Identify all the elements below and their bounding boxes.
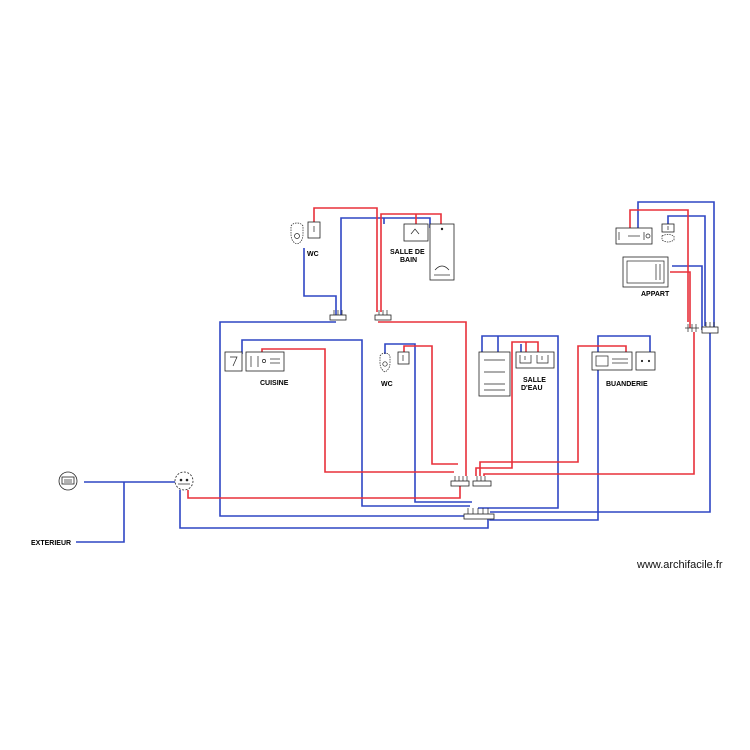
toilet-icon-top — [290, 221, 321, 245]
label-salle-deau-1: SALLE — [523, 377, 546, 384]
shower-icon-salle-deau — [478, 351, 511, 397]
watermark: www.archifacile.fr — [636, 559, 723, 571]
label-wc-top: WC — [307, 251, 319, 258]
fixtures — [58, 221, 675, 491]
label-exterieur: EXTERIEUR — [31, 540, 71, 547]
toilet-icon-mid — [379, 351, 410, 373]
hot-wc-top — [313, 207, 378, 312]
manifold-appart — [685, 322, 719, 334]
label-salle-deau-2: D'EAU — [521, 385, 543, 392]
hot-buanderie — [479, 345, 627, 476]
cold-cuisine — [219, 321, 470, 517]
hot-wc-mid — [403, 345, 458, 465]
cold-main-exterieur — [76, 481, 175, 543]
cold-water-pipes — [76, 201, 715, 543]
manifold-hot-right — [472, 476, 492, 487]
cold-appart — [490, 201, 715, 513]
label-salle-de-bain-2: BAIN — [400, 257, 417, 264]
shower-icon-appart — [622, 256, 669, 288]
washing-machine-icon — [635, 351, 656, 371]
hot-appart — [483, 209, 695, 476]
manifold-hot-center — [450, 476, 470, 487]
label-buanderie: BUANDERIE — [606, 381, 648, 388]
label-wc-mid: WC — [381, 381, 393, 388]
appliance-icon-cuisine — [224, 351, 243, 372]
toilet-icon-appart — [661, 223, 675, 243]
hot-meter-to-manifold — [187, 484, 461, 499]
water-meter-icon — [174, 471, 194, 491]
manifold-wc-top — [329, 310, 347, 321]
sink-icon-salle-deau — [515, 351, 555, 369]
cold-wc-top — [303, 248, 337, 316]
bathtub-icon — [429, 223, 455, 281]
cold-meter-to-manifold — [179, 490, 489, 529]
room-labels: WC SALLE DE BAIN APPART CUISINE WC SALLE… — [31, 249, 670, 547]
sink-icon-salle-de-bain — [403, 223, 429, 242]
manifold-salle-de-bain — [374, 310, 392, 321]
hot-cuisine — [261, 348, 454, 473]
label-cuisine: CUISINE — [260, 380, 289, 387]
hot-salle-de-bain — [380, 213, 442, 312]
outdoor-tap-icon — [58, 471, 78, 491]
manifold-cold-main — [463, 508, 495, 520]
sink-icon-appart — [615, 227, 653, 245]
sink-icon-buanderie — [591, 351, 633, 371]
sink-icon-cuisine — [245, 351, 285, 372]
hot-tank-to-manifold — [378, 321, 467, 476]
hot-water-pipes — [187, 207, 695, 499]
label-salle-de-bain-1: SALLE DE — [390, 249, 425, 256]
label-appart: APPART — [641, 291, 670, 298]
manifolds — [329, 310, 719, 520]
cold-salle-de-bain — [340, 217, 431, 316]
cold-wc-mid — [384, 343, 472, 503]
